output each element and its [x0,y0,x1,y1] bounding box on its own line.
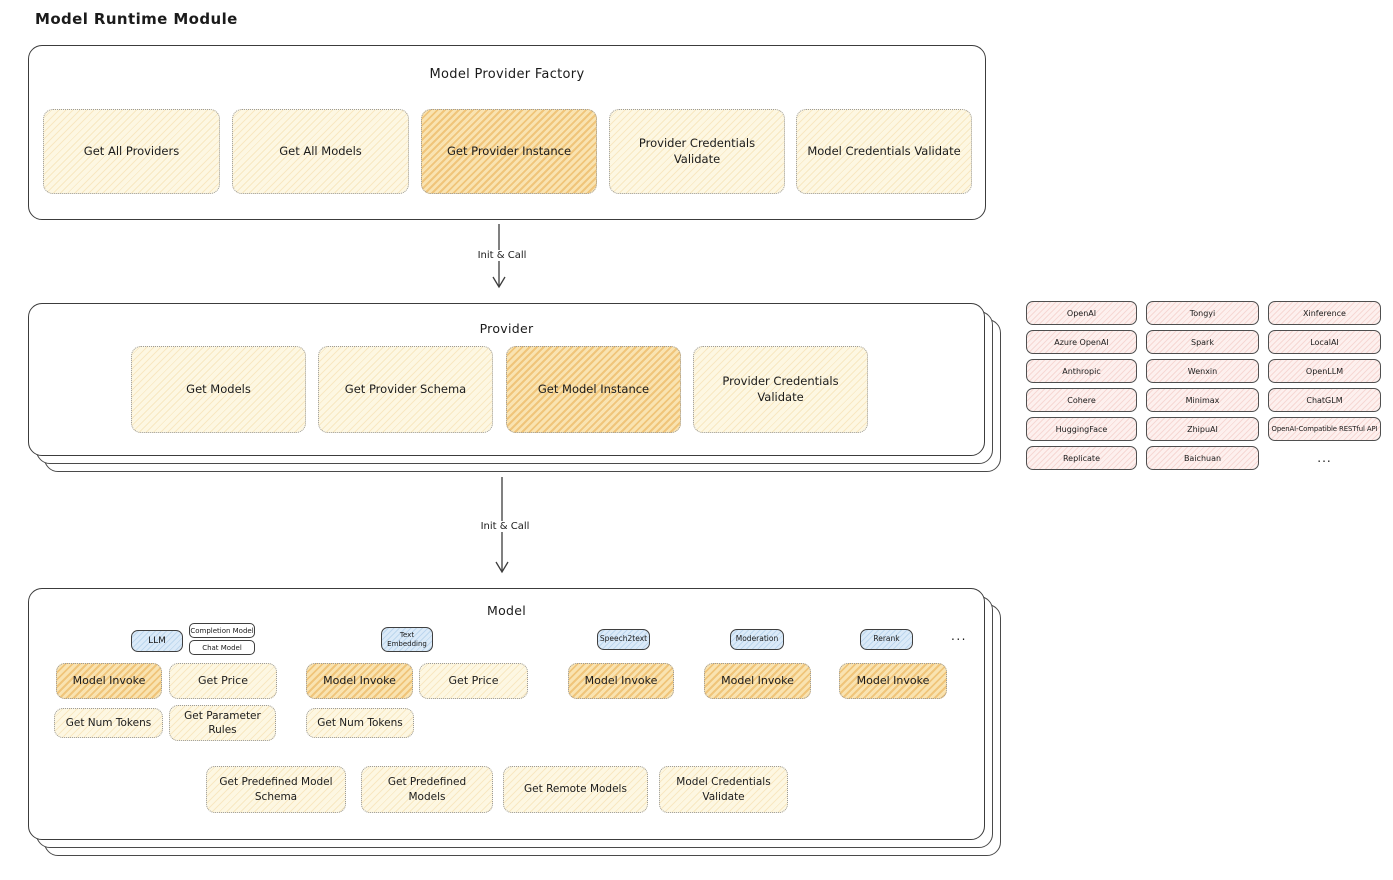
provider-item: OpenAI [1026,301,1137,325]
node-model-credentials-validate-factory: Model Credentials Validate [796,109,972,194]
factory-section: Model Provider Factory Get All Providers… [28,45,986,220]
provider-title: Provider [479,321,534,336]
tag-speech2text: Speech2text [597,629,650,650]
node-get-all-providers: Get All Providers [43,109,220,194]
provider-item: Minimax [1146,388,1259,412]
model-types-more-ellipsis: ... [951,629,967,643]
model-title: Model [486,603,527,618]
provider-item: Tongyi [1146,301,1259,325]
node-get-all-models: Get All Models [232,109,409,194]
node-get-model-instance: Get Model Instance [506,346,681,433]
provider-item: Cohere [1026,388,1137,412]
node-get-models: Get Models [131,346,306,433]
providers-more-ellipsis: ... [1317,451,1332,465]
provider-item: Wenxin [1146,359,1259,383]
model-section: Model LLM Completion Model Chat Model Te… [28,588,985,840]
node-get-parameter-rules: Get Parameter Rules [169,705,276,741]
tag-text-embedding: Text Embedding [381,627,433,652]
node-get-num-tokens: Get Num Tokens [54,708,163,738]
node-get-price: Get Price [419,663,528,699]
node-get-predefined-models: Get Predefined Models [361,766,493,813]
node-provider-credentials-validate: Provider Credentials Validate [693,346,868,433]
provider-item: ZhipuAI [1146,417,1259,441]
page-title: Model Runtime Module [35,10,238,28]
node-get-provider-instance: Get Provider Instance [421,109,597,194]
tag-moderation: Moderation [730,629,784,650]
provider-item: ChatGLM [1268,388,1381,412]
provider-section: Provider Get Models Get Provider Schema … [28,303,985,456]
node-model-invoke: Model Invoke [56,663,162,699]
provider-item: LocalAI [1268,330,1381,354]
node-model-invoke: Model Invoke [839,663,947,699]
node-model-invoke: Model Invoke [306,663,413,699]
node-model-invoke: Model Invoke [568,663,674,699]
arrow-label-init-call-2: Init & Call [456,521,554,532]
arrow-label-init-call-1: Init & Call [453,250,551,261]
node-get-predefined-model-schema: Get Predefined Model Schema [206,766,346,813]
node-provider-credentials-validate-factory: Provider Credentials Validate [609,109,785,194]
node-get-price: Get Price [169,663,277,699]
provider-item: OpenLLM [1268,359,1381,383]
node-model-invoke: Model Invoke [704,663,811,699]
provider-item: Anthropic [1026,359,1137,383]
provider-item: Azure OpenAI [1026,330,1137,354]
node-get-provider-schema: Get Provider Schema [318,346,493,433]
providers-grid: OpenAI Tongyi Xinference Azure OpenAI Sp… [1026,301,1381,470]
tag-chat-model: Chat Model [189,640,255,655]
provider-item: HuggingFace [1026,417,1137,441]
factory-title: Model Provider Factory [429,67,585,82]
node-get-num-tokens: Get Num Tokens [306,708,414,738]
provider-item: Xinference [1268,301,1381,325]
provider-item: Spark [1146,330,1259,354]
tag-completion-model: Completion Model [189,623,255,638]
tag-rerank: Rerank [860,629,913,650]
provider-item: OpenAI-Compatible RESTful API [1268,417,1381,441]
node-model-credentials-validate: Model Credentials Validate [659,766,788,813]
provider-item: Baichuan [1146,446,1259,470]
provider-item: Replicate [1026,446,1137,470]
tag-llm: LLM [131,630,183,652]
node-get-remote-models: Get Remote Models [503,766,648,813]
